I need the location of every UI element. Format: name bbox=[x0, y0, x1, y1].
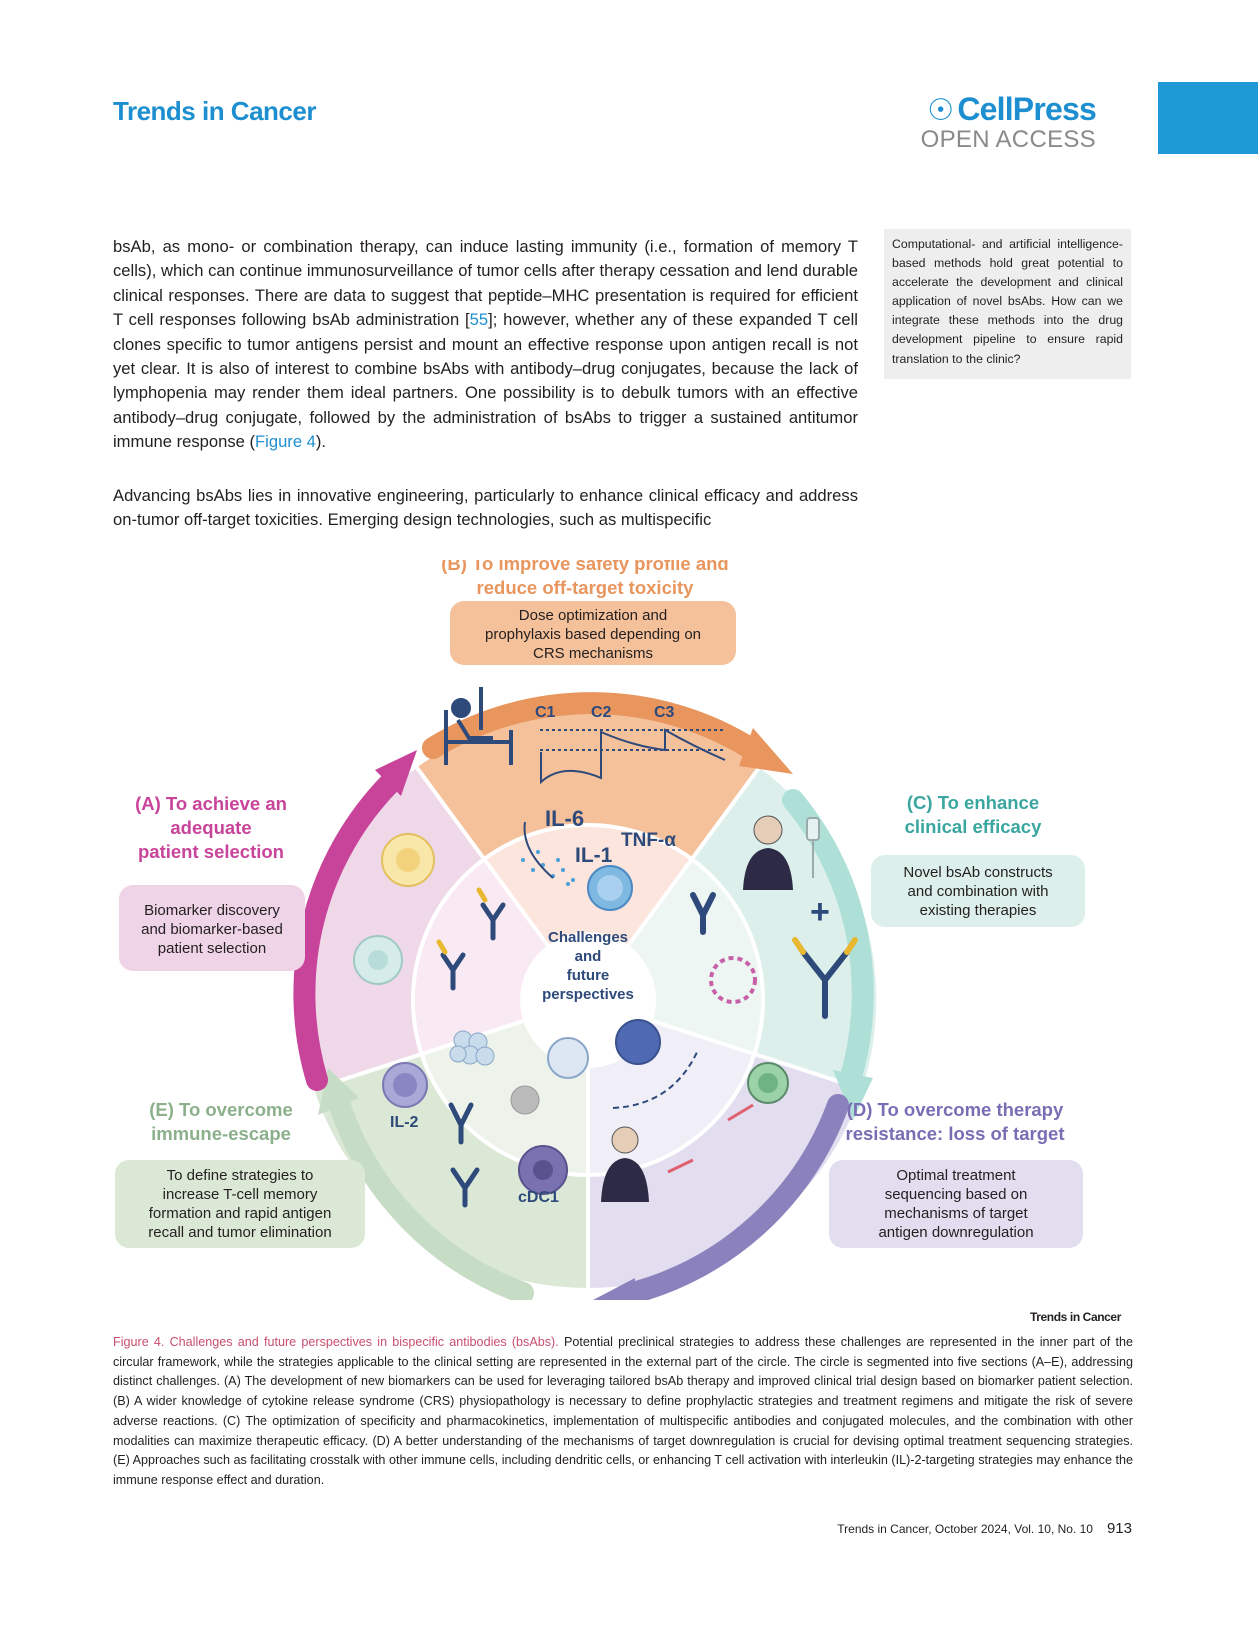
section-b-box: Dose optimization and prophylaxis based … bbox=[450, 601, 736, 665]
svg-text:and combination with: and combination with bbox=[908, 883, 1049, 900]
publisher-name: CellPress bbox=[957, 91, 1096, 127]
corner-tab bbox=[1158, 82, 1258, 154]
section-c-box: Novel bsAb constructs and combination wi… bbox=[871, 855, 1085, 927]
section-c-title: (C) To enhance clinical efficacy bbox=[905, 792, 1042, 837]
section-a-box: Biomarker discovery and biomarker-based … bbox=[119, 885, 305, 971]
svg-text:Dose optimization and: Dose optimization and bbox=[519, 607, 667, 624]
cytokine-il6: IL-6 bbox=[545, 806, 584, 831]
svg-text:(A) To achieve an: (A) To achieve an bbox=[135, 793, 287, 814]
arrow-icon bbox=[612, 1049, 699, 1109]
body-paragraph: Advancing bsAbs lies in innovative engin… bbox=[113, 486, 858, 530]
pk-curve bbox=[540, 728, 726, 785]
svg-text:recall and tumor elimination: recall and tumor elimination bbox=[148, 1224, 331, 1241]
svg-text:reduce off-target toxicity: reduce off-target toxicity bbox=[477, 577, 695, 598]
figure-caption: Figure 4. Challenges and future perspect… bbox=[113, 1333, 1133, 1491]
section-b-title: (B) To improve safety profile and reduce… bbox=[441, 560, 728, 598]
caption-title: Figure 4. Challenges and future perspect… bbox=[113, 1335, 559, 1349]
figure-link[interactable]: Figure 4 bbox=[255, 432, 316, 452]
page-footer: Trends in Cancer, October 2024, Vol. 10,… bbox=[837, 1520, 1132, 1537]
cellpress-logo: ☉CellPress OPEN ACCESS bbox=[920, 91, 1097, 153]
multispecific-complex-icon bbox=[709, 956, 757, 1004]
cycle-label-c2: C2 bbox=[591, 704, 612, 721]
page-number: 913 bbox=[1106, 1520, 1132, 1537]
svg-text:patient selection: patient selection bbox=[138, 841, 284, 862]
cytokine-tnfa: TNF-α bbox=[621, 830, 676, 851]
patient-icon bbox=[743, 815, 793, 890]
arrow-icon bbox=[523, 821, 554, 879]
cell-label-il2: IL-2 bbox=[390, 1114, 419, 1131]
cycle-label-c3: C3 bbox=[654, 704, 675, 721]
svg-text:prophylaxis based depending on: prophylaxis based depending on bbox=[485, 626, 701, 643]
svg-text:Novel bsAb constructs: Novel bsAb constructs bbox=[903, 864, 1052, 881]
svg-text:adequate: adequate bbox=[170, 817, 251, 838]
journal-title: Trends in Cancer bbox=[113, 96, 316, 126]
section-d-title: (D) To overcome therapy resistance: loss… bbox=[846, 1099, 1065, 1144]
cycle-label-c1: C1 bbox=[535, 704, 556, 721]
svg-text:perspectives: perspectives bbox=[542, 986, 634, 1003]
svg-text:and: and bbox=[575, 948, 602, 965]
svg-text:future: future bbox=[567, 967, 610, 984]
antibody-icon bbox=[436, 887, 506, 991]
cellpress-mark-icon: ☉ bbox=[927, 94, 954, 127]
figure-4: C1 C2 C3 IL-6 TNF-α IL-1 Challenges and … bbox=[113, 560, 1133, 1300]
section-e-title: (E) To overcome immune-escape bbox=[149, 1099, 293, 1144]
hospital-bed-icon bbox=[444, 687, 513, 765]
svg-text:(D) To overcome therapy: (D) To overcome therapy bbox=[847, 1099, 1064, 1120]
cell-label-cdc1: cDC1 bbox=[518, 1189, 559, 1206]
dying-cell-icon bbox=[510, 1085, 540, 1115]
svg-text:resistance: loss of target: resistance: loss of target bbox=[846, 1123, 1065, 1144]
outstanding-question-box: Computational- and artificial intelligen… bbox=[884, 229, 1131, 379]
citation: Trends in Cancer, October 2024, Vol. 10,… bbox=[837, 1522, 1093, 1536]
center-label: Challenges and future perspectives bbox=[542, 929, 634, 1003]
tumor-cell-icon bbox=[353, 833, 435, 985]
section-a-title: (A) To achieve an adequate patient selec… bbox=[135, 793, 287, 862]
reference-link[interactable]: 55 bbox=[469, 310, 489, 330]
svg-text:(B) To improve safety profile: (B) To improve safety profile and bbox=[441, 560, 728, 574]
svg-text:(C) To enhance: (C) To enhance bbox=[907, 792, 1039, 813]
arrow-icon bbox=[667, 1103, 754, 1174]
body-paragraph: bsAb, as mono- or combination therapy, c… bbox=[113, 237, 858, 452]
t-cell-icon bbox=[382, 1037, 589, 1108]
circle-diagram bbox=[299, 711, 877, 1288]
svg-text:immune-escape: immune-escape bbox=[151, 1123, 291, 1144]
tumor-cell-cluster-icon bbox=[449, 1030, 495, 1066]
dendritic-cell-icon bbox=[518, 1145, 568, 1195]
figure-source-label: Trends in Cancer bbox=[1030, 1310, 1121, 1324]
cytokine-il1: IL-1 bbox=[575, 844, 613, 867]
svg-text:clinical efficacy: clinical efficacy bbox=[905, 816, 1042, 837]
open-access-label: OPEN ACCESS bbox=[920, 126, 1096, 153]
svg-text:formation and rapid antigen: formation and rapid antigen bbox=[149, 1205, 332, 1222]
plus-icon: + bbox=[810, 893, 830, 931]
svg-text:Challenges: Challenges bbox=[548, 929, 628, 946]
svg-text:(E) To overcome: (E) To overcome bbox=[149, 1099, 293, 1120]
antibody-icon bbox=[690, 892, 858, 1019]
caption-text: Potential preclinical strategies to addr… bbox=[113, 1335, 1133, 1487]
svg-text:mechanisms of target: mechanisms of target bbox=[884, 1205, 1028, 1222]
antibody-icon bbox=[448, 1102, 480, 1208]
iv-bag-icon bbox=[806, 817, 820, 878]
svg-text:and biomarker-based: and biomarker-based bbox=[141, 921, 283, 938]
svg-text:Optimal treatment: Optimal treatment bbox=[896, 1167, 1016, 1184]
svg-text:existing therapies: existing therapies bbox=[920, 902, 1037, 919]
svg-text:sequencing based on: sequencing based on bbox=[885, 1186, 1028, 1203]
section-e-box: To define strategies to increase T-cell … bbox=[115, 1160, 365, 1248]
svg-text:antigen downregulation: antigen downregulation bbox=[878, 1224, 1033, 1241]
svg-text:increase T-cell memory: increase T-cell memory bbox=[163, 1186, 318, 1203]
tumor-cell-icon bbox=[615, 1019, 789, 1104]
svg-text:To define strategies to: To define strategies to bbox=[167, 1167, 314, 1184]
svg-text:patient selection: patient selection bbox=[158, 940, 266, 957]
patient-icon bbox=[601, 1126, 649, 1202]
svg-text:Biomarker discovery: Biomarker discovery bbox=[144, 902, 280, 919]
svg-text:CRS mechanisms: CRS mechanisms bbox=[533, 645, 653, 662]
section-d-box: Optimal treatment sequencing based on me… bbox=[829, 1160, 1083, 1248]
